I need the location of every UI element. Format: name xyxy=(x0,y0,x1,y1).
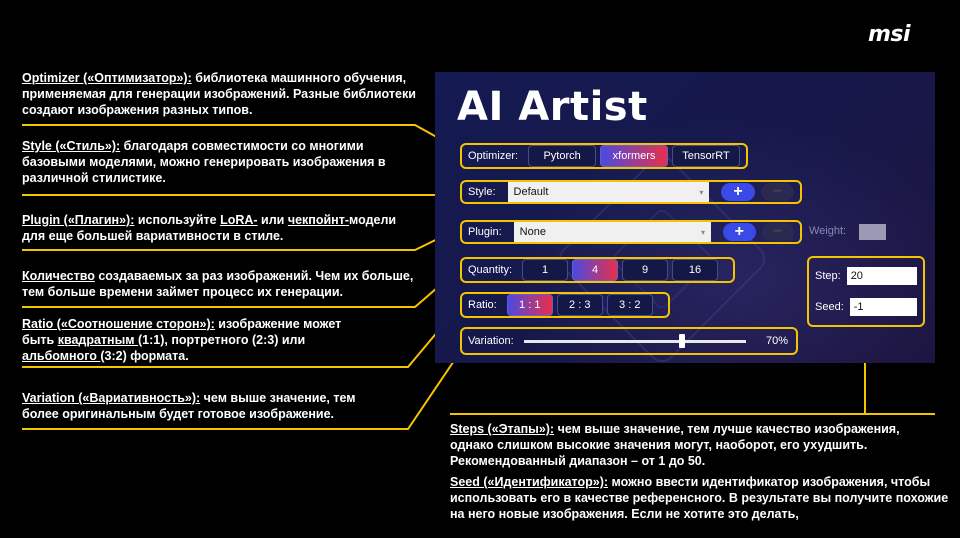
variation-slider[interactable] xyxy=(523,333,746,348)
annotation-text: чем выше значение, тем лучше качество из… xyxy=(450,422,900,468)
step-input[interactable]: 20 xyxy=(846,266,917,285)
annotation-text: библиотека машинного обучения, применяем… xyxy=(22,71,416,117)
annotation-text: создаваемых за раз изображений. Чем их б… xyxy=(22,269,414,299)
annotation-ratio: Ratio («Соотношение сторон»): изображени… xyxy=(22,316,362,364)
plugin-select[interactable]: None ▾ xyxy=(513,222,712,242)
optimizer-option-tensorrt[interactable]: TensorRT xyxy=(672,145,740,167)
step-label: Step: xyxy=(815,269,841,282)
annotation-style: Style («Стиль»): благодаря совместимости… xyxy=(22,138,422,186)
annotation-quantity: Количество создаваемых за раз изображени… xyxy=(22,268,432,300)
step-seed-group: Step: 20 Seed: -1 xyxy=(807,256,925,327)
annotation-text: или xyxy=(257,213,288,227)
annotation-text: изображение может быть xyxy=(22,317,342,347)
weight-input[interactable] xyxy=(859,224,886,240)
style-select[interactable]: Default ▾ xyxy=(507,182,710,202)
annotation-text: (3:2) формата. xyxy=(100,349,189,363)
optimizer-option-pytorch[interactable]: Pytorch xyxy=(528,145,597,167)
seed-label: Seed: xyxy=(815,301,844,314)
plugin-select-value: None xyxy=(519,226,546,238)
annotation-optimizer: Optimizer («Оптимизатор»): библиотека ма… xyxy=(22,70,442,118)
annotation-text: можно ввести идентификатор изображения, … xyxy=(450,475,949,521)
plugin-group: Plugin: None ▾ + − xyxy=(460,220,802,244)
annotation-term: квадратным xyxy=(57,333,139,347)
variation-label: Variation: xyxy=(468,335,514,347)
annotation-text: модели для еще большей вариативности в с… xyxy=(22,213,397,243)
chevron-down-icon: ▾ xyxy=(699,187,704,197)
optimizer-option-xformers[interactable]: xformers xyxy=(600,145,669,167)
annotation-text: используйте xyxy=(134,213,221,227)
quantity-label: Quantity: xyxy=(468,264,513,276)
ratio-option-1-1[interactable]: 1 : 1 xyxy=(506,294,553,316)
ratio-group: Ratio: 1 : 1 2 : 3 3 : 2 xyxy=(460,292,670,318)
seed-row: Seed: -1 xyxy=(815,298,917,317)
ratio-label: Ratio: xyxy=(468,299,497,311)
annotation-key: Ratio («Соотношение сторон»): xyxy=(22,317,215,331)
annotation-term: чекпойнт- xyxy=(287,213,350,227)
quantity-option-4[interactable]: 4 xyxy=(572,259,619,281)
ai-artist-panel: AI Artist Optimizer: Pytorch xformers Te… xyxy=(435,72,935,363)
quantity-option-16[interactable]: 16 xyxy=(672,259,719,281)
style-remove-button[interactable]: − xyxy=(760,183,794,201)
annotation-plugin: Plugin («Плагин»): используйте LoRA- или… xyxy=(22,212,422,244)
variation-slider-thumb[interactable] xyxy=(679,333,686,348)
chevron-down-icon: ▾ xyxy=(701,227,706,237)
ratio-option-3-2[interactable]: 3 : 2 xyxy=(606,294,653,316)
plugin-label: Plugin: xyxy=(468,226,502,238)
plugin-add-button[interactable]: + xyxy=(723,223,756,241)
variation-group: Variation: 70% xyxy=(460,327,798,355)
plugin-remove-button[interactable]: − xyxy=(761,223,794,241)
annotation-key: Seed («Идентификатор»): xyxy=(450,475,609,489)
weight-label: Weight: xyxy=(809,225,847,237)
annotation-term: LoRA- xyxy=(220,213,258,227)
style-label: Style: xyxy=(468,186,496,198)
annotation-key: Optimizer («Оптимизатор»): xyxy=(22,71,192,85)
annotation-key: Variation («Вариативность»): xyxy=(22,391,201,405)
annotation-text: благодаря совместимости со многими базов… xyxy=(22,139,386,185)
annotation-text: чем выше значение, тем более оригинальны… xyxy=(22,391,356,421)
optimizer-label: Optimizer: xyxy=(468,150,519,162)
msi-logo: msi xyxy=(868,22,911,47)
style-add-button[interactable]: + xyxy=(721,183,755,201)
quantity-option-9[interactable]: 9 xyxy=(622,259,669,281)
ratio-option-2-3[interactable]: 2 : 3 xyxy=(556,294,603,316)
optimizer-group: Optimizer: Pytorch xformers TensorRT xyxy=(460,143,748,169)
quantity-option-1[interactable]: 1 xyxy=(522,259,569,281)
quantity-group: Quantity: 1 4 9 16 xyxy=(460,257,735,283)
style-group: Style: Default ▾ + − xyxy=(460,180,802,204)
style-select-value: Default xyxy=(513,186,549,198)
annotation-key: Количество xyxy=(22,269,95,283)
seed-input[interactable]: -1 xyxy=(849,298,917,317)
annotation-steps: Steps («Этапы»): чем выше значение, тем … xyxy=(450,421,945,469)
app-title: AI Artist xyxy=(457,84,648,130)
annotation-text: (1:1), портретного (2:3) или xyxy=(138,333,306,347)
variation-value: 70% xyxy=(765,335,788,347)
annotation-key: Plugin («Плагин»): xyxy=(22,213,135,227)
annotation-seed: Seed («Идентификатор»): можно ввести иде… xyxy=(450,474,950,522)
annotation-term: альбомного xyxy=(22,349,101,363)
step-row: Step: 20 xyxy=(815,266,917,285)
annotation-key: Style («Стиль»): xyxy=(22,139,121,153)
annotation-variation: Variation («Вариативность»): чем выше зн… xyxy=(22,390,382,422)
annotation-key: Steps («Этапы»): xyxy=(450,422,555,436)
